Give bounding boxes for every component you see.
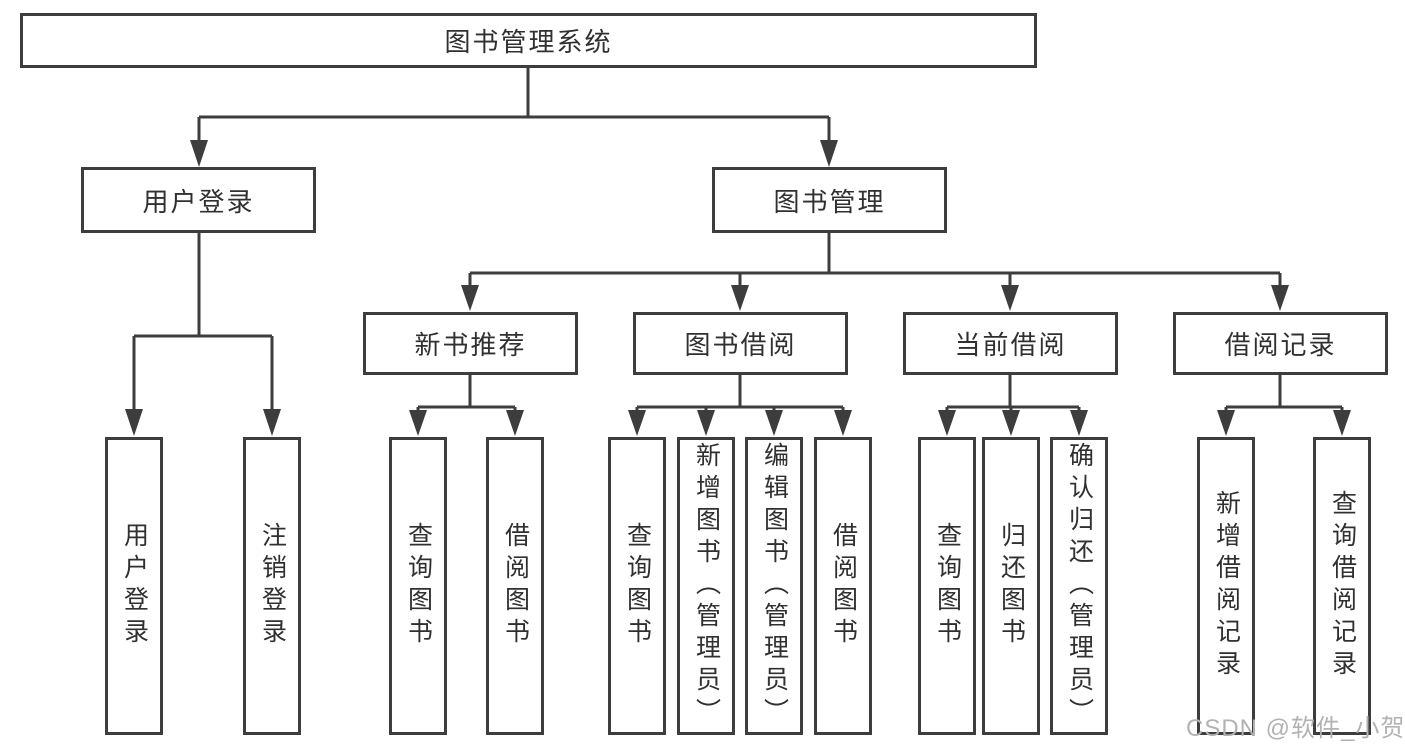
leaf-newbook-borrow-books: 借阅图书 bbox=[486, 437, 544, 735]
connector-book-management-to-level3 bbox=[461, 233, 1289, 311]
node-label: 图书管理系统 bbox=[444, 27, 613, 57]
node-book-borrow: 图书借阅 bbox=[633, 312, 848, 375]
node-borrow-record: 借阅记录 bbox=[1173, 312, 1388, 375]
node-label: 图书借阅 bbox=[684, 330, 797, 360]
connector-user-login-to-leaves bbox=[125, 233, 281, 436]
leaf-return-books: 归还图书 bbox=[982, 437, 1040, 735]
leaf-current-query-books: 查询图书 bbox=[918, 437, 976, 735]
leaf-label: 新增图书（管理员） bbox=[692, 442, 721, 730]
node-label: 用户登录 bbox=[142, 186, 255, 217]
leaf-label: 注销登录 bbox=[258, 522, 287, 650]
leaf-label: 借阅图书 bbox=[501, 522, 530, 650]
node-label: 当前借阅 bbox=[954, 330, 1067, 360]
leaf-add-books-admin: 新增图书（管理员） bbox=[677, 437, 735, 735]
leaf-label: 借阅图书 bbox=[829, 522, 858, 650]
connector-current-borrow-to-leaves bbox=[938, 375, 1088, 436]
csdn-watermark: CSDN @软件_小贺同学 bbox=[1186, 715, 1405, 742]
connector-book-borrow-to-leaves bbox=[628, 375, 852, 436]
leaf-label: 新增借阅记录 bbox=[1212, 490, 1241, 682]
node-library-management-system: 图书管理系统 bbox=[20, 13, 1037, 68]
leaf-label: 查询图书 bbox=[623, 522, 652, 650]
leaf-newbook-query-books: 查询图书 bbox=[389, 437, 447, 735]
node-label: 新书推荐 bbox=[414, 330, 527, 360]
leaf-label: 查询借阅记录 bbox=[1328, 490, 1357, 682]
leaf-borrow-query-books: 查询图书 bbox=[608, 437, 666, 735]
connector-new-book-to-leaves bbox=[409, 375, 524, 436]
node-new-book-recommend: 新书推荐 bbox=[363, 312, 578, 375]
node-book-management: 图书管理 bbox=[712, 167, 947, 233]
leaf-label: 编辑图书（管理员） bbox=[760, 442, 789, 730]
leaf-borrow-books: 借阅图书 bbox=[814, 437, 872, 735]
node-current-borrow: 当前借阅 bbox=[903, 312, 1118, 375]
leaf-label: 归还图书 bbox=[997, 522, 1026, 650]
leaf-edit-books-admin: 编辑图书（管理员） bbox=[745, 437, 803, 735]
leaf-query-borrow-record: 查询借阅记录 bbox=[1313, 437, 1371, 735]
leaf-label: 查询图书 bbox=[404, 522, 433, 650]
leaf-user-login: 用户登录 bbox=[105, 437, 163, 735]
node-label: 图书管理 bbox=[773, 186, 886, 217]
node-user-login: 用户登录 bbox=[81, 167, 316, 233]
leaf-label: 用户登录 bbox=[120, 522, 149, 650]
leaf-confirm-return-admin: 确认归还（管理员） bbox=[1050, 437, 1108, 735]
node-label: 借阅记录 bbox=[1224, 330, 1337, 360]
leaf-logout: 注销登录 bbox=[243, 437, 301, 735]
connector-borrow-record-to-leaves bbox=[1217, 375, 1351, 436]
leaf-label: 查询图书 bbox=[933, 522, 962, 650]
connector-root-to-level2 bbox=[190, 68, 838, 167]
leaf-add-borrow-record: 新增借阅记录 bbox=[1197, 437, 1255, 735]
leaf-label: 确认归还（管理员） bbox=[1065, 442, 1094, 730]
